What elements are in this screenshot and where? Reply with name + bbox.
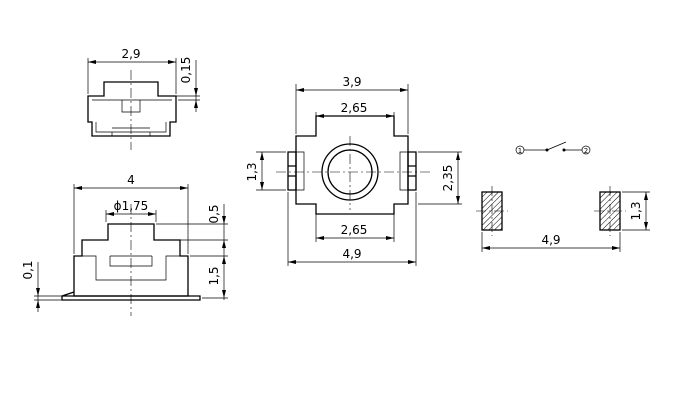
top-view-total-width-label: 4,9: [342, 247, 361, 261]
top-view-terminal-left: [287, 151, 297, 191]
footprint-pad-height-label: 1,3: [629, 201, 643, 220]
side-view-bottom-diameter-label: ϕ1,75: [114, 199, 149, 213]
side-view-top-width-label: 2,9: [121, 47, 140, 61]
side-view-bottom-actuator-height-label: 0,5: [207, 204, 221, 223]
schematic-switch-blade: [546, 141, 567, 151]
top-view-right-height-label: 2,35: [441, 165, 455, 192]
top-view-inner-width-top-label: 2,65: [341, 101, 368, 115]
schematic-pin1-label: 1: [518, 147, 522, 155]
side-view-bottom-lead-label: 0,1: [21, 260, 35, 279]
side-view-top-offset-label: 0,15: [179, 57, 193, 84]
side-view-top: 2,9 0,15: [87, 47, 200, 150]
side-view-bottom-body-height-label: 1,5: [207, 266, 221, 285]
top-view-outer-width-label: 3,9: [342, 75, 361, 89]
footprint-pitch-label: 4,9: [541, 233, 560, 247]
pcb-footprint: 4,9 1,3: [476, 186, 650, 252]
top-view-left-height-label: 1,3: [245, 162, 259, 181]
top-view-terminal-right: [407, 151, 417, 191]
side-view-bottom-width-label: 4: [127, 173, 135, 187]
side-view-top-body: [87, 81, 177, 137]
top-view: 3,9 2,65 2,65 4,9 1,3 2,35: [245, 75, 462, 266]
schematic-symbol: 1 2: [515, 141, 591, 155]
schematic-pin2-circle: [581, 145, 591, 155]
schematic-pin2-label: 2: [584, 147, 588, 155]
top-view-inner-width-bottom-label: 2,65: [341, 223, 368, 237]
side-view-bottom: 4 ϕ1,75 0,5 1,5 0,1: [21, 173, 228, 316]
